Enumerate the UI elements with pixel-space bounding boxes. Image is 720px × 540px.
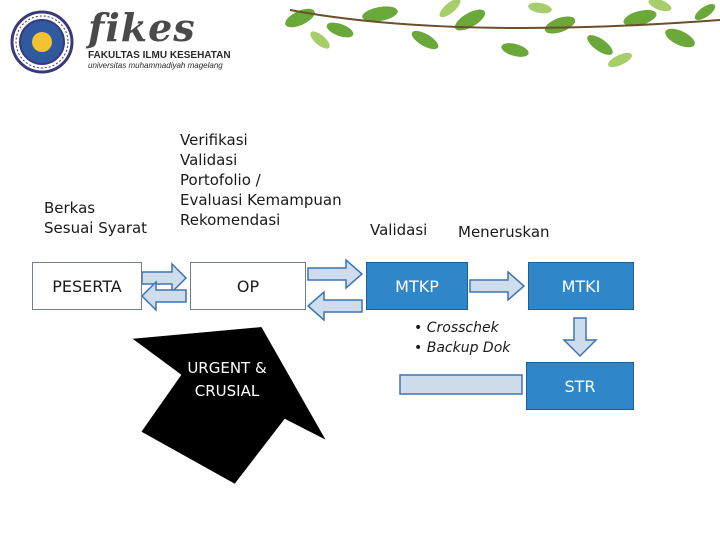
op-label: OP xyxy=(236,276,260,296)
validasi-label: Validasi xyxy=(370,221,428,239)
mtkp-bullets: • Crosschek • Backup Dok xyxy=(414,318,510,358)
mtki-label: MTKI xyxy=(561,276,601,296)
peserta-label: PESERTA xyxy=(52,276,122,296)
op-step: Verifikasi xyxy=(180,131,248,149)
str-label: STR xyxy=(564,376,596,396)
bullet-text: Crosschek xyxy=(426,320,499,336)
arrow-peserta-op xyxy=(140,262,188,312)
urgent-line: CRUSIAL xyxy=(194,382,260,400)
op-step: Portofolio / xyxy=(180,171,261,189)
berkas-line: Sesuai Syarat xyxy=(44,219,148,237)
arrow-mtkp-str xyxy=(399,374,523,395)
header: fikes FAKULTAS ILMU KESEHATAN universita… xyxy=(0,0,720,90)
bullet-item: • Crosschek xyxy=(414,320,499,336)
op-step: Rekomendasi xyxy=(180,211,281,229)
urgent-label: URGENT & CRUSIAL xyxy=(172,357,282,403)
op-step: Evaluasi Kemampuan xyxy=(180,191,342,209)
str-box: STR xyxy=(526,362,634,410)
university-seal-icon xyxy=(10,10,74,78)
peserta-box: PESERTA xyxy=(32,262,142,310)
arrow-op-mtkp xyxy=(306,258,364,322)
mtkp-label: MTKP xyxy=(395,276,439,296)
mtki-box: MTKI xyxy=(528,262,634,310)
faculty-name: FAKULTAS ILMU KESEHATAN xyxy=(88,50,231,61)
logo-text: fikes xyxy=(88,5,196,50)
op-box: OP xyxy=(190,262,306,310)
university-name: universitas muhammadiyah magelang xyxy=(88,61,223,70)
urgent-line: URGENT & xyxy=(187,359,267,377)
mtkp-box: MTKP xyxy=(366,262,468,310)
op-steps-list: Verifikasi Validasi Portofolio / Evaluas… xyxy=(180,130,380,230)
fikes-logo: fikes FAKULTAS ILMU KESEHATAN universita… xyxy=(88,8,248,78)
arrow-mtkp-mtki xyxy=(469,270,526,302)
op-step: Validasi xyxy=(180,151,238,169)
berkas-label: Berkas Sesuai Syarat xyxy=(44,198,164,238)
leaves-decoration xyxy=(285,0,720,68)
meneruskan-label: Meneruskan xyxy=(458,223,550,241)
bullet-text: Backup Dok xyxy=(426,340,511,356)
urgent-arrow-shape xyxy=(127,324,331,487)
bullet-item: • Backup Dok xyxy=(414,340,511,356)
berkas-line: Berkas xyxy=(44,199,96,217)
arrow-mtki-str xyxy=(562,317,598,358)
